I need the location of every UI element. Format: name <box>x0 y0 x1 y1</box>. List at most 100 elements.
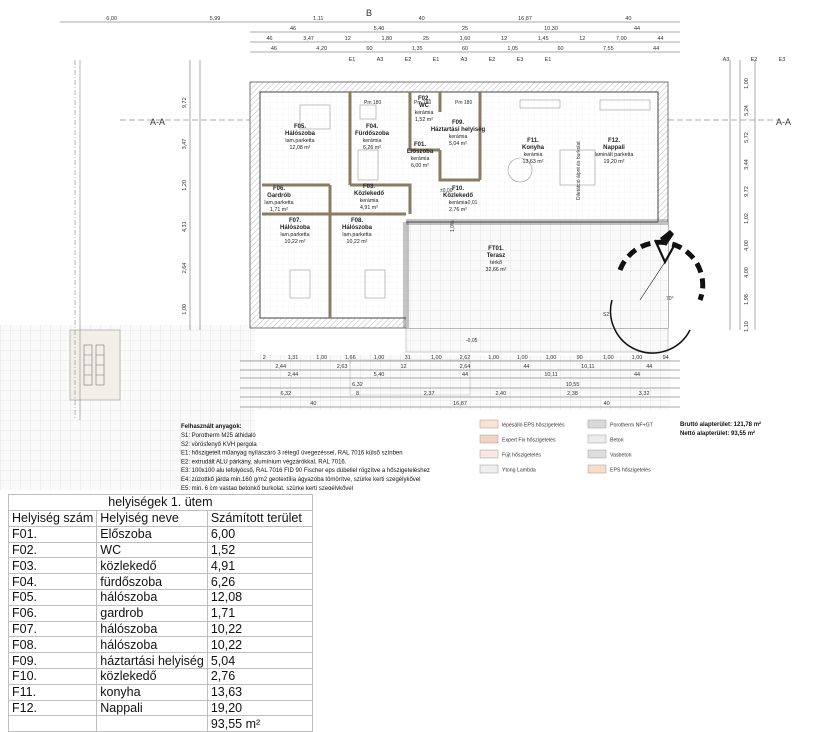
window-tag: E1 <box>545 57 552 63</box>
room-name-cell: hálószoba <box>96 620 208 638</box>
dimension-label: 16,87 <box>453 401 467 407</box>
section-mark-top: B <box>366 8 372 18</box>
room-floor: kerámia <box>449 134 468 140</box>
legend-line: E3: 100x100 alu lefolyócső, RAL 7016 FID… <box>181 468 430 474</box>
dimension-label: 44 <box>646 364 652 370</box>
dimension-label: 2,64 <box>460 364 471 370</box>
room-code: F04. <box>366 124 378 130</box>
room-code: F02. <box>418 96 430 102</box>
room-number-cell: F02. <box>7 541 98 559</box>
dimension-label: 60 <box>557 46 563 52</box>
north-arrow-icon <box>660 230 674 246</box>
dimension-label: 2 <box>263 355 266 361</box>
dimension-label: 12 <box>501 36 507 42</box>
dimension-label: 4,31 <box>182 221 188 232</box>
room-name: Közlekedő <box>443 193 473 199</box>
legend-line: E5: min. 6 cm vastag betonkő burkolat, s… <box>181 486 353 490</box>
material-key-label: EPS hőszigetelés <box>610 468 651 474</box>
material-key-label: Beton <box>610 438 624 444</box>
room-area: 13,63 m² <box>523 159 544 165</box>
room-number-cell: F09. <box>7 652 98 669</box>
room-floor: kerámia <box>524 152 543 158</box>
materials-legend: Felhasznált anyagok: S1: Porotherm M25 á… <box>181 424 430 490</box>
room-code: F10. <box>452 186 464 192</box>
dimension-label: 31 <box>405 355 411 361</box>
room-area: 4,91 m² <box>360 205 378 211</box>
room-code: FT01. <box>488 246 504 252</box>
table-total-row: 93,55 m² <box>7 715 313 732</box>
dimension-label: 1,00 <box>374 355 385 361</box>
room-area-cell: 4,91 <box>206 557 313 575</box>
dimension-label: 10,11 <box>581 364 594 370</box>
dimension-label: 1,00 <box>517 355 528 361</box>
dimension-label: 60 <box>366 46 372 52</box>
room-floor: kerámia <box>363 138 382 144</box>
partition-label-1: Pm 180 <box>364 100 381 106</box>
window-tag: E3 <box>517 57 524 63</box>
gross-area: Bruttó alapterület: 121,78 m² <box>680 421 761 428</box>
dimension-label: 1,10 <box>744 321 750 332</box>
dimension-label: 44 <box>653 46 659 52</box>
dimension-label: 4,00 <box>744 240 750 251</box>
dimension-label: 10,55 <box>566 382 580 388</box>
room-floor: térkő <box>490 260 502 266</box>
dimension-label: 1,00 <box>546 355 557 361</box>
room-area-cell: 5,04 <box>206 652 313 669</box>
dimension-label: 46 <box>271 46 277 52</box>
level-zero: ±0,00 <box>440 188 453 194</box>
room-floor: lam.parketta <box>280 232 309 238</box>
dimension-label: 5,24 <box>744 105 750 116</box>
room-code: F08. <box>351 218 363 224</box>
room-name-cell: Előszoba <box>96 525 208 543</box>
empty-cell <box>96 715 208 732</box>
dimension-label: 46 <box>290 26 296 32</box>
dimension-label: 8 <box>356 391 359 397</box>
window-tag: E1 <box>349 57 356 63</box>
dimension-lines <box>60 21 780 408</box>
room-name-cell: közlekedő <box>96 557 208 575</box>
dimension-label: 1,00 <box>182 304 188 315</box>
room-name: Gardrób <box>267 193 291 199</box>
partition-label-2: Pm 180 <box>414 100 431 106</box>
room-area: 12,08 m² <box>290 145 311 151</box>
room-name: WC <box>419 103 430 109</box>
material-key-label: Vasbeton <box>610 453 632 459</box>
dimension-label: 3,47 <box>182 139 188 150</box>
dimension-label: 1,80 <box>381 36 392 42</box>
site-ground-left <box>0 60 255 490</box>
room-area: 19,20 m² <box>604 159 625 165</box>
room-area-cell: 13,63 <box>206 683 313 701</box>
dimension-label: 2,64 <box>182 263 188 274</box>
window-tag: E2 <box>405 57 412 63</box>
dimension-label: 40 <box>604 401 610 407</box>
dimension-label: 10,30 <box>544 26 558 32</box>
room-code: F07. <box>289 218 301 224</box>
dilatation-label: Diletátció álpnt és burkolat <box>576 141 582 200</box>
dimension-label: 44 <box>523 364 529 370</box>
material-key-label: lépésálló EPS hőszigetelés <box>502 423 565 429</box>
legend-line: E1: hőszigetelt műanyag nyílászáró 3 rét… <box>181 451 403 457</box>
window-tag: E2 <box>489 57 496 63</box>
dimension-label: 60 <box>462 46 468 52</box>
room-name: Hálószoba <box>285 131 316 137</box>
room-name-cell: hálószoba <box>96 588 208 606</box>
room-floor: kerámia <box>415 110 434 116</box>
dimension-label: 1,11 <box>313 16 323 22</box>
room-name-cell: közlekedő <box>96 667 208 685</box>
driveway <box>230 355 670 410</box>
dimension-label: 1,00 <box>603 355 614 361</box>
